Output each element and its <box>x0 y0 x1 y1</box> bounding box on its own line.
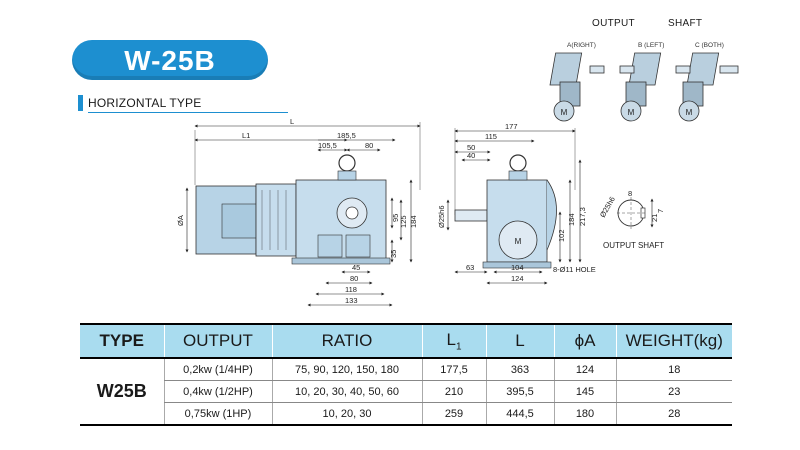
table-header-row: TYPE OUTPUT RATIO L1 L ϕA WEIGHT(kg) <box>80 323 732 359</box>
dim-184-side: 184 <box>567 213 576 226</box>
shaft-option-a-icon: M <box>549 52 605 122</box>
header-a: ϕA <box>553 323 616 359</box>
side-view-drawing: 177 115 50 40 Ø25h6 M 102 184 217,3 63 1… <box>437 122 596 285</box>
dim-35: 35 <box>389 250 398 258</box>
table-row: W25B 0,2kw (1/4HP) 75, 90, 120, 150, 180… <box>80 358 732 426</box>
option-b-caption: B (LEFT) <box>638 42 665 49</box>
dim-124: 124 <box>511 274 524 283</box>
dim-shaft-side: Ø25h6 <box>437 205 446 228</box>
cell-ratio: 10, 20, 30, 40, 50, 60 <box>271 380 422 403</box>
shaft-option-c-icon: M <box>675 52 739 122</box>
cell-a: 124 <box>553 358 616 381</box>
output-label: OUTPUT <box>592 18 635 29</box>
shaft-option-b-icon: M <box>619 52 662 122</box>
header-l1-sub: 1 <box>455 341 462 353</box>
dim-40: 40 <box>467 151 475 160</box>
technical-drawing: M M M L L1 185,5 105,5 80 <box>176 52 739 307</box>
dim-118: 118 <box>345 285 357 294</box>
cell-l: 363 <box>485 358 554 381</box>
hole-spec: 8-Ø11 HOLE <box>553 265 596 274</box>
output-shaft-detail: Ø25h6 8 21 7 OUTPUT SHAFT <box>598 189 665 250</box>
dim-115: 115 <box>485 132 497 141</box>
cell-l1: 177,5 <box>421 358 486 381</box>
dim-105-5: 105,5 <box>318 141 337 150</box>
header-l1: L1 <box>421 323 486 359</box>
subtitle-text: HORIZONTAL TYPE <box>88 96 202 110</box>
dim-45: 45 <box>352 263 360 272</box>
dim-217-3: 217,3 <box>578 207 587 226</box>
model-title: W-25B <box>124 45 216 76</box>
table-row: 0,75kw (1HP) 10, 20, 30 259 444,5 180 28 <box>80 402 732 426</box>
cell-a: 180 <box>553 402 616 426</box>
dim-80-top: 80 <box>365 141 373 150</box>
dim-A-front: ØA <box>176 215 185 226</box>
option-c-motor-label: M <box>686 108 693 117</box>
cell-a: 145 <box>553 380 616 403</box>
type-cell: W25B <box>80 358 164 426</box>
shaft-detail-7: 7 <box>656 209 665 213</box>
header-ratio: RATIO <box>271 323 422 359</box>
cell-l1: 210 <box>421 380 486 403</box>
side-motor-label: M <box>515 237 522 246</box>
dim-185-5: 185,5 <box>337 131 356 140</box>
subtitle-accent-bar <box>78 95 83 111</box>
dim-63: 63 <box>466 263 474 272</box>
cell-output: 0,2kw (1/4HP) <box>163 358 272 381</box>
header-l: L <box>485 323 554 359</box>
header-weight: WEIGHT(kg) <box>615 323 732 359</box>
table-row: 0,4kw (1/2HP) 10, 20, 30, 40, 50, 60 210… <box>80 380 732 403</box>
dim-80-bottom: 80 <box>350 274 358 283</box>
option-a-motor-label: M <box>561 108 568 117</box>
front-view-drawing: L L1 185,5 105,5 80 ØA 95 125 <box>176 117 421 307</box>
spec-table: TYPE OUTPUT RATIO L1 L ϕA WEIGHT(kg) W25… <box>80 323 732 426</box>
cell-output: 0,4kw (1/2HP) <box>163 380 272 403</box>
cell-ratio: 10, 20, 30 <box>271 402 422 426</box>
dim-50: 50 <box>467 143 475 152</box>
dim-102: 102 <box>557 229 566 242</box>
dim-L: L <box>290 117 294 126</box>
cell-weight: 28 <box>615 402 732 426</box>
shaft-detail-8: 8 <box>628 189 632 198</box>
cell-weight: 23 <box>615 380 732 403</box>
cell-l1: 259 <box>421 402 486 426</box>
model-title-badge: W-25B <box>72 40 268 80</box>
shaft-label: SHAFT <box>668 18 703 29</box>
cell-l: 444,5 <box>485 402 554 426</box>
dim-104: 104 <box>511 263 524 272</box>
shaft-detail-caption: OUTPUT SHAFT <box>603 241 664 250</box>
header-type: TYPE <box>80 323 164 359</box>
dim-184-front: 184 <box>409 215 418 228</box>
dim-L1: L1 <box>242 131 250 140</box>
cell-output: 0,75kw (1HP) <box>163 402 272 426</box>
option-a-caption: A(RIGHT) <box>567 42 596 49</box>
header-l1-main: L <box>446 329 456 349</box>
cell-l: 395,5 <box>485 380 554 403</box>
header-output: OUTPUT <box>163 323 272 359</box>
cell-weight: 18 <box>615 358 732 381</box>
subtitle-underline <box>88 112 288 113</box>
dim-125: 125 <box>399 215 408 228</box>
option-b-motor-label: M <box>628 108 635 117</box>
dim-95: 95 <box>391 214 400 222</box>
dim-177: 177 <box>505 122 518 131</box>
shaft-detail-21: 21 <box>650 214 659 222</box>
option-c-caption: C (BOTH) <box>695 42 724 49</box>
cell-ratio: 75, 90, 120, 150, 180 <box>271 358 422 381</box>
dim-133: 133 <box>345 296 358 305</box>
shaft-detail-dia: Ø25h6 <box>598 195 617 219</box>
